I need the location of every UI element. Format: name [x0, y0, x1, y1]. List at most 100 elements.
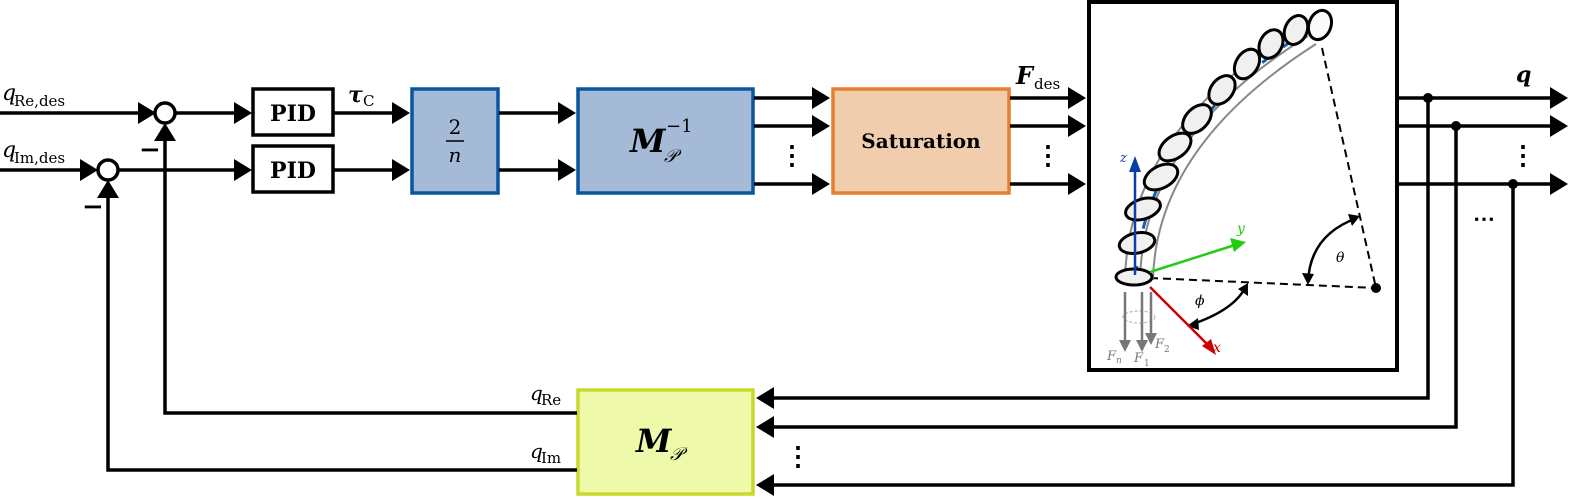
svg-text:−1: −1 [666, 116, 693, 137]
base-ghost-disk [1122, 310, 1156, 324]
svg-text:C: C [363, 92, 374, 110]
svg-text:q: q [2, 81, 16, 106]
arrowhead [1068, 173, 1086, 195]
x-axis [1149, 286, 1209, 346]
vertical-ellipsis: ⋮ [1510, 141, 1536, 171]
theta-label: θ [1336, 250, 1345, 266]
force-label-n: F n [1106, 349, 1122, 366]
svg-text:F: F [1133, 351, 1144, 366]
arrowhead [756, 474, 774, 496]
robot-disk [1207, 74, 1237, 106]
pid-block-im: PID [251, 144, 335, 194]
svg-text:q: q [530, 381, 543, 405]
saturation-block: Saturation [831, 87, 1011, 195]
theta-arc [1306, 216, 1358, 283]
vertical-ellipsis: ⋮ [1035, 141, 1061, 171]
arrowhead [812, 115, 830, 137]
x-axis-label: x [1213, 340, 1221, 356]
arrowhead [234, 102, 252, 124]
svg-text:M: M [635, 422, 673, 460]
y-axis-label: y [1236, 221, 1246, 237]
svg-text:PID: PID [270, 158, 316, 184]
arrowhead [154, 123, 176, 141]
robot-disk [1232, 47, 1262, 81]
summing-junction-im [96, 158, 120, 182]
arrowhead [558, 159, 576, 181]
svg-text:Re,des: Re,des [14, 92, 65, 110]
robot-panel: θ ϕ z [1087, 0, 1399, 372]
y-axis [1149, 243, 1236, 274]
arrowhead [1068, 87, 1086, 109]
robot-disk [1282, 14, 1310, 46]
arrowhead [1068, 115, 1086, 137]
robot-disk [1257, 28, 1285, 60]
phi-label: ϕ [1195, 293, 1205, 309]
force-label-1: F 1 [1133, 351, 1150, 369]
robot-tip-disk [1306, 8, 1334, 42]
svg-text:2: 2 [1164, 345, 1170, 355]
arrowhead [1550, 173, 1568, 195]
svg-text:2: 2 [449, 115, 462, 139]
svg-text:Im: Im [541, 449, 561, 467]
dashed-line-tip [1321, 47, 1377, 289]
svg-text:n: n [1116, 356, 1122, 366]
signal-label-q-re: q Re [530, 381, 561, 409]
dashed-line-base [1149, 277, 1377, 289]
z-axis-arrowhead [1129, 156, 1141, 172]
signal-label-q-im: q Im [530, 439, 561, 467]
arrowhead [558, 102, 576, 124]
forward-map-block: M 𝒫 [576, 388, 755, 496]
svg-text:q: q [530, 439, 543, 463]
svg-text:Saturation: Saturation [861, 129, 981, 153]
arrowhead [756, 387, 774, 409]
pid-block-re: PID [251, 87, 335, 137]
summing-junction-re [153, 101, 177, 125]
minus-sign-im: − [82, 192, 104, 222]
svg-text:q: q [2, 138, 16, 163]
vertical-ellipsis: ⋮ [779, 141, 805, 171]
arrowhead [80, 159, 98, 181]
wire-feedback-2 [772, 126, 1458, 429]
minus-sign-re: − [139, 135, 161, 165]
svg-text:F: F [1015, 61, 1035, 90]
arrowhead [138, 102, 156, 124]
horizontal-ellipsis: ⋯ [1473, 206, 1495, 232]
y-axis-arrowhead [1230, 238, 1246, 252]
svg-text:M: M [629, 122, 667, 160]
x-axis-arrowhead [1202, 339, 1216, 355]
svg-text:τ: τ [348, 82, 363, 108]
force-label-2: F 2 [1154, 337, 1170, 355]
robot-disk [1157, 131, 1193, 163]
svg-text:1: 1 [1144, 359, 1150, 369]
gain-block-2-over-n: 2 n [410, 87, 500, 195]
arrowhead [234, 159, 252, 181]
wire-feedback-n [772, 184, 1515, 487]
arrowhead [392, 102, 410, 124]
svg-text:PID: PID [270, 101, 316, 127]
svg-text:F: F [1106, 349, 1117, 364]
robot-disk [1142, 162, 1180, 192]
signal-label-q: q [1516, 62, 1531, 88]
z-axis-label: z [1119, 151, 1127, 166]
vertical-ellipsis: ⋮ [785, 442, 811, 472]
arrowhead [1550, 87, 1568, 109]
svg-text:n: n [449, 143, 462, 167]
arrowhead [812, 173, 830, 195]
arrowhead [812, 87, 830, 109]
pivot-point [1371, 283, 1381, 293]
arrowhead [97, 180, 119, 198]
wire-feedback-q-im [106, 197, 577, 472]
signal-label-f-des: F des [1015, 61, 1060, 93]
svg-text:Im,des: Im,des [14, 149, 65, 167]
svg-text:des: des [1034, 75, 1060, 93]
signal-label-tau-c: τ C [348, 82, 374, 110]
svg-text:F: F [1154, 337, 1165, 352]
wire-feedback-1 [772, 98, 1430, 400]
arrowhead [756, 416, 774, 438]
input-label-q-re-des: q Re,des [2, 81, 65, 110]
arrowhead [392, 159, 410, 181]
arrowhead [1550, 115, 1568, 137]
wire-feedback-q-re [163, 140, 577, 415]
svg-text:Re: Re [541, 391, 561, 409]
